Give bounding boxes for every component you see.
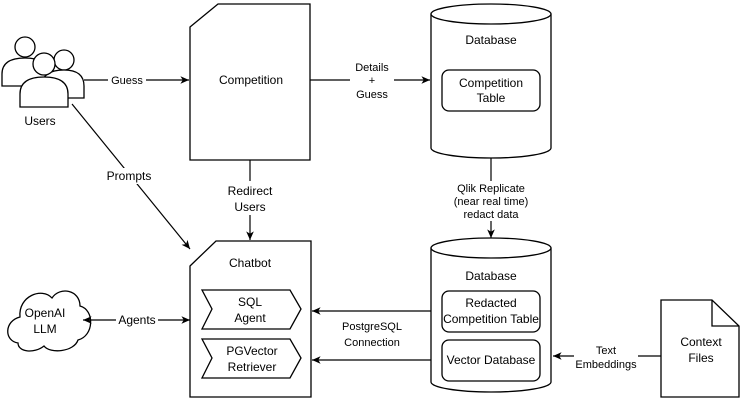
- competition-table-line2: Table: [477, 91, 506, 105]
- openai-line2: LLM: [33, 322, 56, 336]
- competition-node[interactable]: [189, 3, 311, 161]
- edge-agents-label: Agents: [118, 313, 155, 327]
- edge-qlik-line1: Qlik Replicate: [457, 183, 525, 195]
- redacted-table-line2: Competition Table: [443, 312, 539, 326]
- sql-agent-line1: SQL: [238, 295, 262, 309]
- edge-details-line2: +: [369, 75, 375, 87]
- edge-prompts-label: Prompts: [107, 169, 152, 183]
- users-icon: [1, 36, 85, 108]
- chatbot-title: Chatbot: [229, 256, 272, 270]
- edge-text-line2: Embeddings: [575, 359, 637, 371]
- vector-database-box[interactable]: [441, 339, 541, 382]
- database-top-title: Database: [465, 33, 517, 47]
- edge-guess-label: Guess: [111, 75, 143, 87]
- redacted-table-box[interactable]: [441, 290, 541, 333]
- vector-database-label: Vector Database: [447, 353, 536, 367]
- edge-postgres-line2: Connection: [344, 337, 400, 349]
- edge-postgres-line1: PostgreSQL: [342, 321, 402, 333]
- edge-qlik-line3: redact data: [463, 209, 519, 221]
- competition-label: Competition: [219, 73, 283, 87]
- edge-details-line1: Details: [355, 62, 389, 74]
- context-files-fold: [711, 300, 739, 327]
- edge-qlik-line2: (near real time): [454, 196, 529, 208]
- edge-details-line3: Guess: [356, 89, 388, 101]
- context-files-line1: Context: [680, 335, 722, 349]
- redacted-table-line1: Redacted: [465, 296, 516, 310]
- pgvector-retriever-step[interactable]: [200, 338, 302, 379]
- sql-agent-line2: Agent: [234, 311, 266, 325]
- context-files-line2: Files: [688, 351, 713, 365]
- competition-table-box[interactable]: [441, 69, 541, 112]
- sql-agent-step[interactable]: [200, 289, 302, 330]
- edge-redirect-line2: Users: [234, 200, 265, 214]
- pgvector-line1: PGVector: [226, 344, 277, 358]
- openai-line1: OpenAI: [25, 306, 66, 320]
- competition-table-line1: Competition: [459, 76, 523, 90]
- database-bottom-title: Database: [465, 269, 517, 283]
- pgvector-line2: Retriever: [228, 360, 277, 374]
- users-label: Users: [24, 114, 55, 128]
- edge-redirect-line1: Redirect: [228, 184, 273, 198]
- edge-text-line1: Text: [596, 345, 616, 357]
- context-files-node[interactable]: [660, 299, 740, 398]
- openai-cloud-icon[interactable]: [7, 290, 92, 352]
